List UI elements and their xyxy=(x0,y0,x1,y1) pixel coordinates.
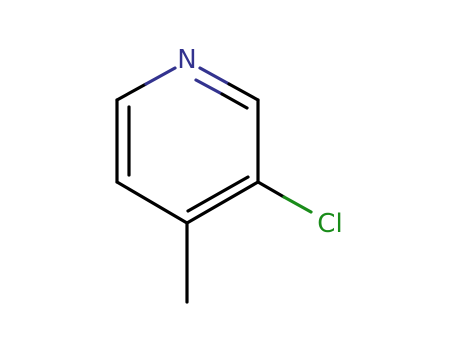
bond-c3-c4-inner xyxy=(186,175,250,213)
atom-label-chlorine: Cl xyxy=(317,209,342,239)
bond-c4-c5 xyxy=(115,180,189,225)
bond-c3-cl-cl-half xyxy=(282,195,313,214)
bond-c6-n1-n-half xyxy=(144,66,177,86)
bond-n1-c2-n-half xyxy=(198,66,231,86)
bond-n1-c2-inner-c-half xyxy=(220,92,249,110)
bond-n1-c2-c-half xyxy=(227,82,260,102)
bond-c3-c4 xyxy=(185,180,260,225)
bond-c6-n1-c-half xyxy=(115,82,148,102)
bond-n1-c2-inner-n-half xyxy=(194,78,224,96)
ring-bonds xyxy=(115,66,260,225)
bond-c3-cl-c-half xyxy=(256,180,286,199)
substituent-bonds xyxy=(185,180,313,304)
atom-label-nitrogen: N xyxy=(177,45,196,75)
